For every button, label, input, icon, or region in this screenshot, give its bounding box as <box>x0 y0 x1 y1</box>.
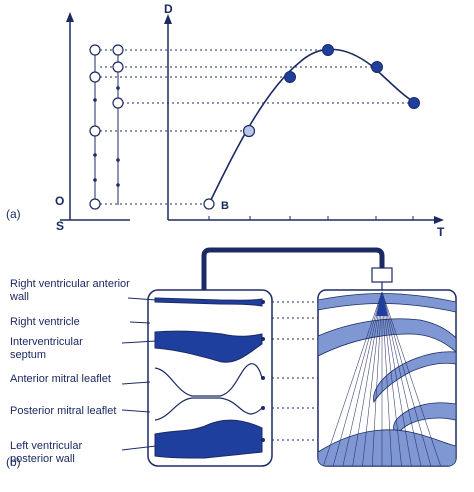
label-lv-posterior-wall: Left ventricular posterior wall <box>10 440 83 465</box>
track-dot <box>116 183 120 187</box>
transducer-box <box>371 267 393 283</box>
label-pointers <box>121 297 157 451</box>
label-anterior-mitral-leaflet: Anterior mitral leaflet <box>10 373 111 385</box>
panel-a-label: (a) <box>6 207 21 221</box>
projection-lines <box>272 301 318 441</box>
track-dot <box>116 158 120 162</box>
trace-end-dots <box>261 300 265 442</box>
point-b-marker <box>203 198 215 210</box>
curve-point <box>242 124 256 138</box>
label-right-ventricle: Right ventricle <box>10 316 80 328</box>
d-axis-label: D <box>164 2 173 16</box>
label-interventricular-septum: Interventricular septum <box>10 336 83 361</box>
curve-point <box>284 71 296 83</box>
track-dot <box>116 86 120 90</box>
motion-curve <box>208 48 415 205</box>
track-markers <box>89 44 124 210</box>
label-rv-anterior-wall: Right ventricular anterior wall <box>10 278 130 303</box>
panel-a: D T O S B <box>55 2 445 239</box>
posterior-leaflet-trace <box>154 397 263 421</box>
anterior-leaflet-trace <box>154 363 263 397</box>
track-dot <box>93 98 97 102</box>
track-dot <box>93 178 97 182</box>
t-axis-arrow <box>434 216 444 224</box>
guide-lines <box>100 49 408 205</box>
label-posterior-mitral-leaflet: Posterior mitral leaflet <box>10 405 117 417</box>
point-b-label: B <box>221 200 229 212</box>
o-axis-label: O <box>55 194 64 208</box>
panel-b <box>121 247 457 467</box>
heart-anatomy <box>318 291 456 466</box>
left-axis-arrow <box>66 12 74 22</box>
transducer-cable <box>201 247 385 292</box>
t-axis-label: T <box>437 225 445 239</box>
d-axis-arrow <box>164 14 172 24</box>
septum-trace <box>154 330 263 363</box>
t-axis-ticks <box>208 216 414 220</box>
panel-b-label: (b) <box>6 455 21 469</box>
curve-point <box>322 44 334 56</box>
s-axis-label: S <box>56 219 64 233</box>
curve-point <box>371 61 383 73</box>
rv-anterior-wall-trace <box>154 297 263 307</box>
lv-posterior-wall-trace <box>154 419 263 459</box>
track-dot <box>93 153 97 157</box>
curve-point <box>408 97 420 109</box>
